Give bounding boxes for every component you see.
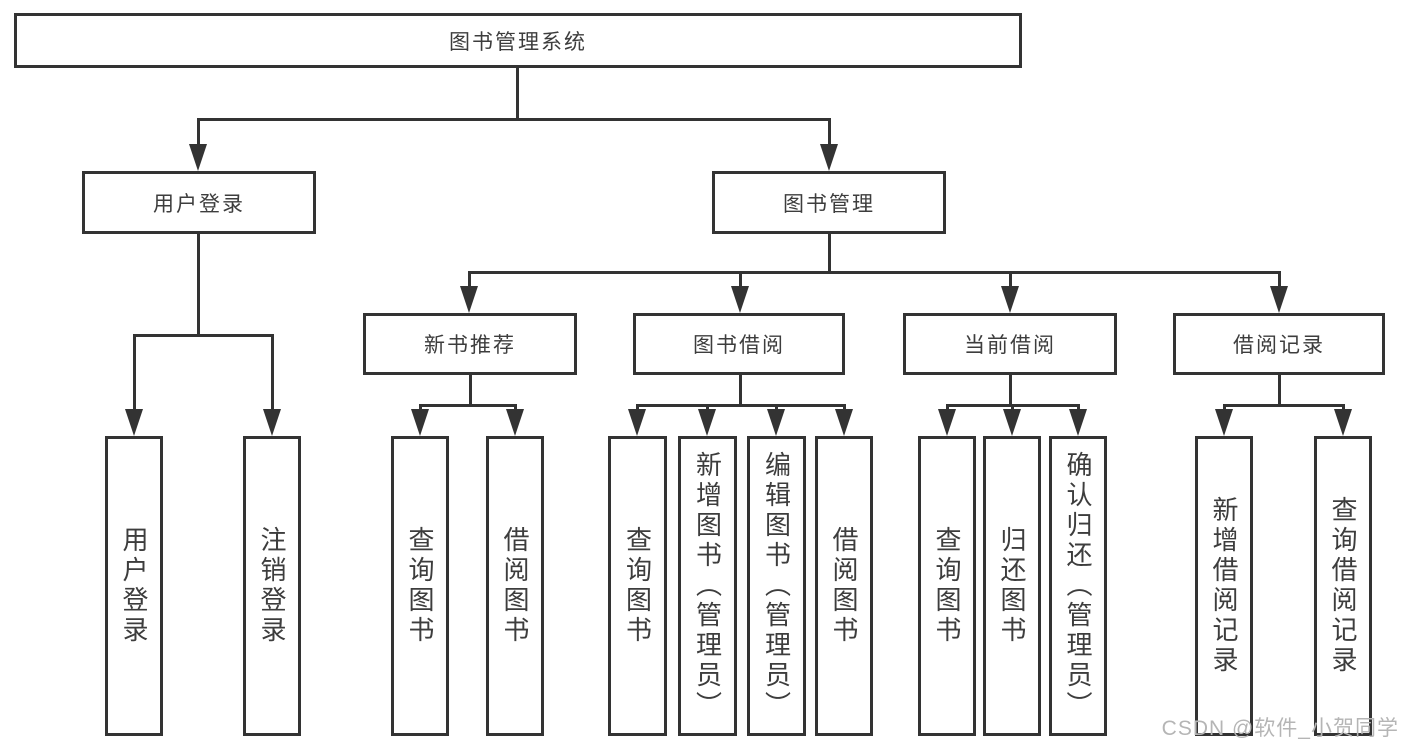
arrow-down-icon [698,409,716,436]
arrow-down-icon [506,409,524,436]
node-leaf-user-login: 用户登录 [105,436,163,736]
connector-line [468,271,471,291]
arrow-down-icon [1215,409,1233,436]
node-book-management: 图书管理 [712,171,946,234]
node-br-add-record: 新增借阅记录 [1195,436,1253,736]
arrow-down-icon [1334,409,1352,436]
arrow-down-icon [460,286,478,313]
leaf-label: 查询图书 [405,526,435,646]
arrow-down-icon [1069,409,1087,436]
connector-line [271,334,274,412]
connector-line [133,334,136,412]
node-bb-borrow-books: 借阅图书 [815,436,873,736]
connector-line [469,375,472,406]
connector-line [1278,375,1281,406]
node-nbr-borrow-books: 借阅图书 [486,436,544,736]
node-new-book-recommend-label: 新书推荐 [424,334,516,357]
leaf-label: 编辑图书（管理员） [761,451,792,721]
leaf-label: 新增借阅记录 [1209,496,1239,676]
connector-line [739,375,742,406]
node-bb-add-book-admin: 新增图书（管理员） [678,436,737,736]
node-bb-edit-book-admin: 编辑图书（管理员） [747,436,806,736]
node-user-login-label: 用户登录 [153,192,245,216]
connector-line [636,404,846,407]
arrow-down-icon [820,144,838,171]
leaf-label: 新增图书（管理员） [692,451,723,721]
arrow-down-icon [731,286,749,313]
leaf-label: 归还图书 [997,526,1027,646]
connector-line [197,118,831,121]
leaf-label: 查询图书 [622,526,653,646]
node-br-query-record: 查询借阅记录 [1314,436,1372,736]
arrow-down-icon [1001,286,1019,313]
arrow-down-icon [767,409,785,436]
leaf-label: 借阅图书 [829,526,859,646]
connector-line [197,118,200,148]
node-borrowing-records: 借阅记录 [1173,313,1385,375]
leaf-label: 查询图书 [932,526,962,646]
arrow-down-icon [125,409,143,436]
arrow-down-icon [1270,286,1288,313]
node-user-login: 用户登录 [82,171,316,234]
connector-line [419,404,517,407]
leaf-label: 借阅图书 [500,526,530,646]
node-cb-confirm-return-admin: 确认归还（管理员） [1049,436,1107,736]
node-nbr-query-books: 查询图书 [391,436,449,736]
connector-line [197,234,200,336]
node-book-borrowing-label: 图书借阅 [693,334,785,357]
arrow-down-icon [411,409,429,436]
node-book-management-label: 图书管理 [783,192,875,216]
node-current-borrowing: 当前借阅 [903,313,1117,375]
node-new-book-recommend: 新书推荐 [363,313,577,375]
connector-line [1278,271,1281,291]
connector-line [1009,375,1012,406]
connector-line [133,334,274,337]
arrow-down-icon [938,409,956,436]
connector-line [1009,271,1012,291]
connector-line [828,118,831,148]
arrow-down-icon [835,409,853,436]
node-cb-query-books: 查询图书 [918,436,976,736]
arrow-down-icon [628,409,646,436]
leaf-label: 用户登录 [119,526,149,646]
arrow-down-icon [189,144,207,171]
connector-line [828,234,831,274]
node-root-label: 图书管理系统 [449,30,587,54]
arrow-down-icon [263,409,281,436]
node-bb-query-books: 查询图书 [608,436,667,736]
node-root: 图书管理系统 [14,13,1022,68]
csdn-watermark: CSDN @软件_小贺同学 [1161,717,1399,740]
leaf-label: 确认归还（管理员） [1063,451,1093,721]
leaf-label: 查询借阅记录 [1328,496,1358,676]
connector-line [739,271,742,291]
connector-line [1223,404,1345,407]
node-current-borrowing-label: 当前借阅 [964,334,1056,357]
node-borrowing-records-label: 借阅记录 [1233,334,1325,357]
node-book-borrowing: 图书借阅 [633,313,845,375]
connector-line [468,271,1281,274]
node-leaf-logout: 注销登录 [243,436,301,736]
leaf-label: 注销登录 [257,526,287,646]
arrow-down-icon [1003,409,1021,436]
node-cb-return-books: 归还图书 [983,436,1041,736]
connector-line [516,68,519,120]
